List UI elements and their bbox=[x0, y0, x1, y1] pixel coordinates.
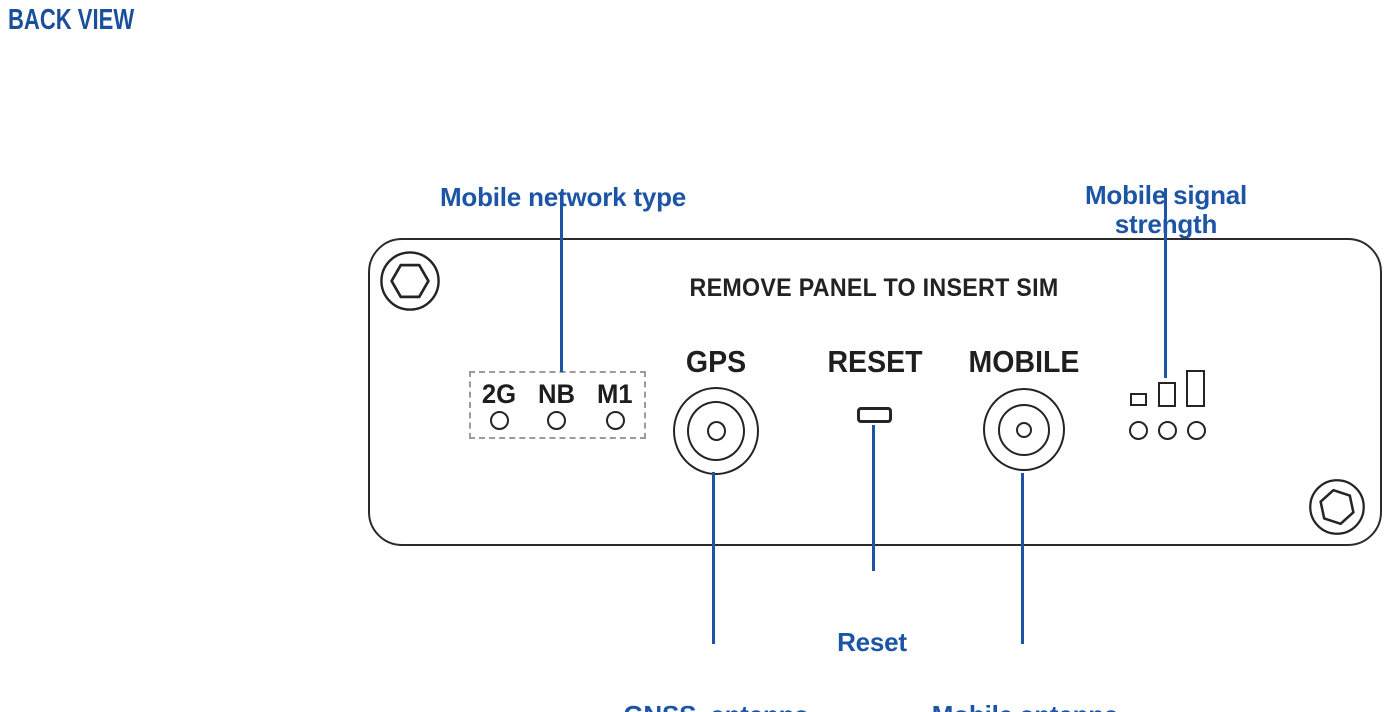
hex-screw-icon bbox=[379, 250, 441, 312]
led-m1-icon bbox=[605, 411, 625, 430]
reset-button-icon bbox=[857, 407, 892, 423]
callout-gnss-line1: GNSS antenna bbox=[623, 701, 808, 712]
callout-mobile-connector: Mobile antenna connector bbox=[932, 644, 1119, 712]
led-m1-label: M1 bbox=[597, 379, 633, 409]
led-nb-icon bbox=[547, 411, 567, 430]
led-2g: 2G bbox=[481, 379, 517, 437]
signal-bar-medium-icon bbox=[1158, 382, 1176, 407]
gnss-antenna-connector-icon bbox=[673, 387, 759, 475]
reset-label: RESET bbox=[827, 344, 923, 379]
signal-led-row bbox=[1129, 421, 1206, 440]
leader-line-network-leds bbox=[560, 192, 563, 372]
signal-bar-small-icon bbox=[1130, 393, 1147, 406]
mobile-label: MOBILE bbox=[968, 344, 1080, 379]
sim-notice-text: REMOVE PANEL TO INSERT SIM bbox=[689, 274, 1059, 302]
callout-network-line1: Mobile network type bbox=[439, 182, 687, 213]
page-title: BACK VIEW bbox=[8, 4, 135, 36]
leader-line-gnss bbox=[712, 472, 715, 644]
led-m1: M1 bbox=[596, 379, 634, 437]
led-2g-label: 2G bbox=[481, 379, 517, 409]
led-nb-label: NB bbox=[538, 379, 576, 409]
callout-mobile-line1: Mobile antenna bbox=[932, 701, 1119, 712]
led-2g-icon bbox=[489, 411, 509, 430]
signal-bar-large-icon bbox=[1186, 370, 1205, 407]
signal-led-icon bbox=[1158, 421, 1177, 440]
mobile-antenna-connector-icon bbox=[983, 388, 1065, 471]
leader-line-signal-leds bbox=[1164, 188, 1167, 378]
leader-line-reset bbox=[872, 425, 875, 571]
gps-label: GPS bbox=[685, 344, 747, 379]
callout-reset-button: Reset button bbox=[832, 571, 912, 712]
device-panel: REMOVE PANEL TO INSERT SIM 2G NB M1 GPS bbox=[368, 238, 1382, 546]
network-led-box: 2G NB M1 bbox=[469, 371, 646, 439]
callout-signal-line1: Mobile signal strength bbox=[1084, 180, 1248, 238]
signal-led-icon bbox=[1129, 421, 1148, 440]
leader-line-mobile bbox=[1021, 473, 1024, 644]
led-nb: NB bbox=[537, 379, 576, 437]
signal-led-icon bbox=[1187, 421, 1206, 440]
callout-reset-line1: Reset bbox=[837, 627, 907, 658]
hex-screw-icon bbox=[1308, 478, 1366, 536]
callout-gnss-connector: GNSS antenna connector bbox=[623, 644, 808, 712]
